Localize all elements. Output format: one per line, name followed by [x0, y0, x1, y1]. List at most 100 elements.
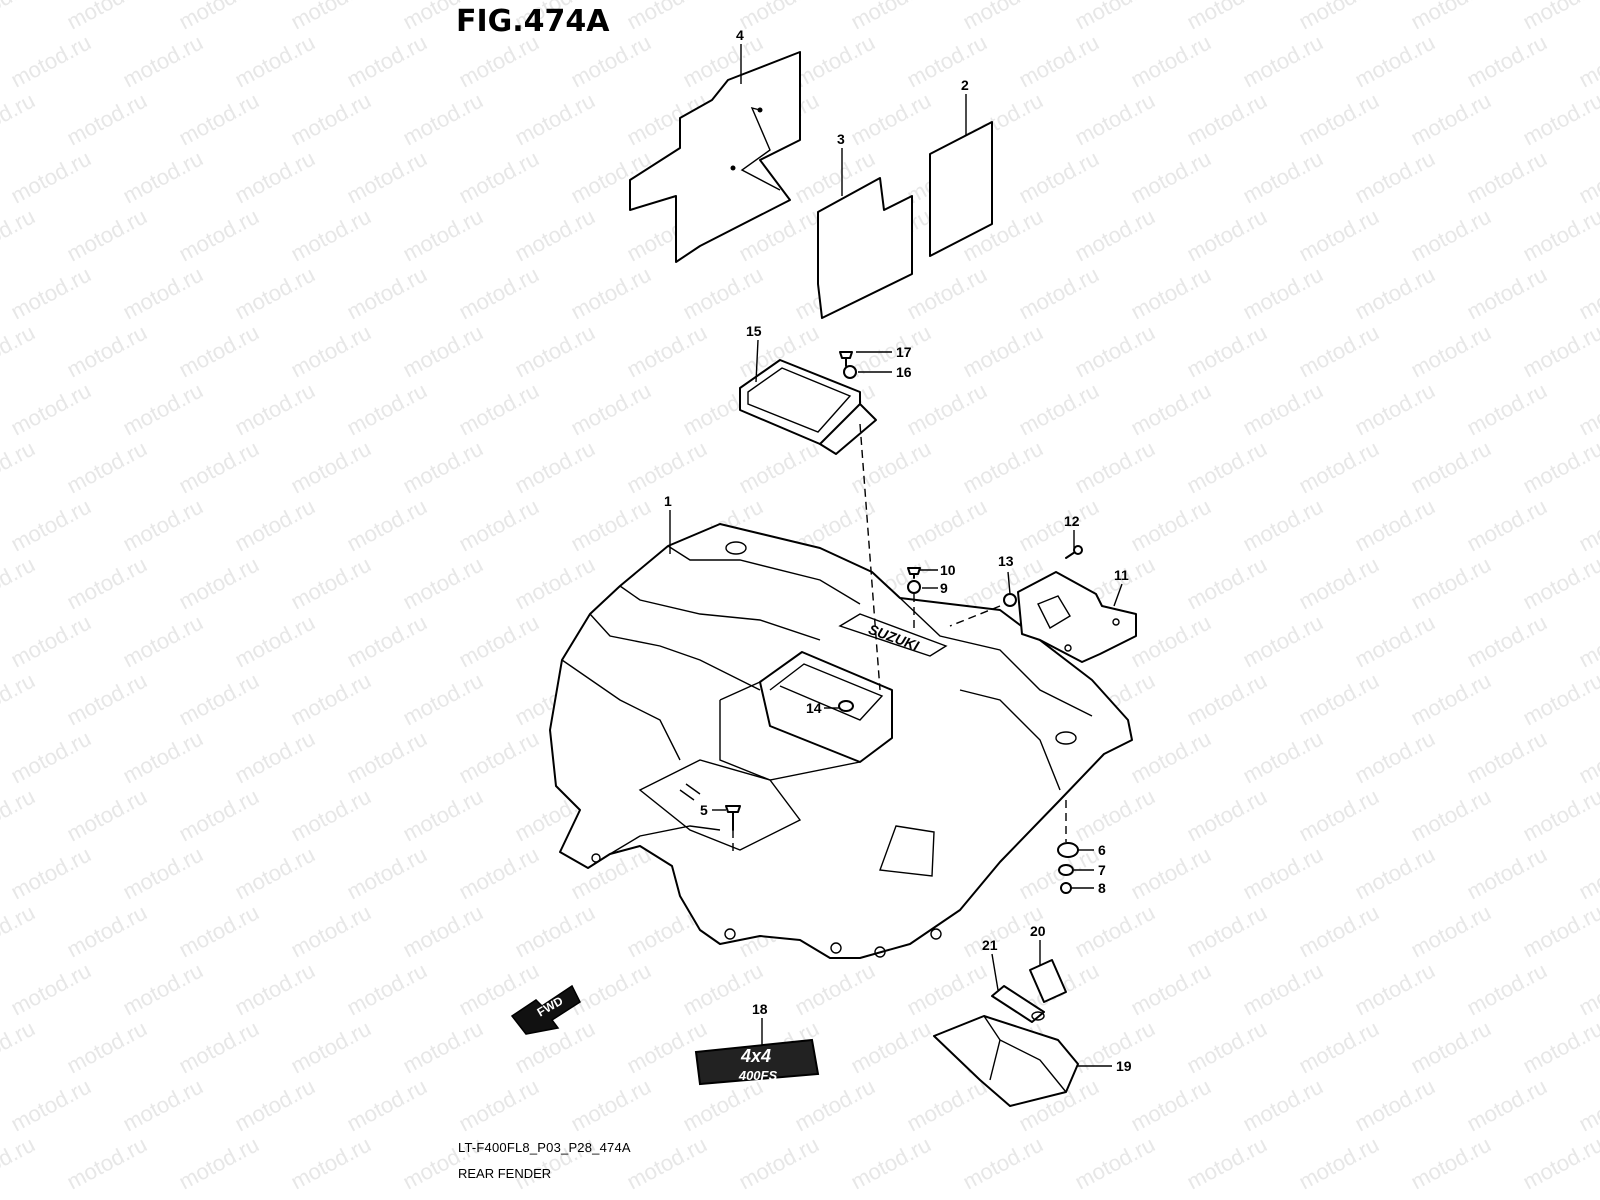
watermark-text: motod.ru	[1575, 30, 1600, 93]
part-14-grommet	[838, 700, 854, 712]
watermark-text: motod.ru	[63, 900, 151, 963]
watermark-text: motod.ru	[287, 900, 375, 963]
watermark-text: motod.ru	[343, 262, 431, 325]
watermark-text: motod.ru	[343, 958, 431, 1021]
watermark-text: motod.ru	[0, 1016, 39, 1079]
watermark-text: motod.ru	[0, 320, 39, 383]
watermark-text: motod.ru	[175, 320, 263, 383]
watermark-text: motod.ru	[63, 204, 151, 267]
watermark-text: motod.ru	[1295, 668, 1383, 731]
watermark-text: motod.ru	[455, 842, 543, 905]
watermark-text: motod.ru	[847, 1132, 935, 1195]
part-7-washer	[1058, 864, 1074, 876]
watermark-text: motod.ru	[1183, 204, 1271, 267]
watermark-text: motod.ru	[1239, 378, 1327, 441]
watermark-text: motod.ru	[1575, 262, 1600, 325]
part-number-14: 14	[806, 700, 822, 716]
part-4-sheet	[629, 51, 801, 263]
watermark-text: motod.ru	[1127, 610, 1215, 673]
watermark-text: motod.ru	[791, 1074, 879, 1137]
watermark-text: motod.ru	[399, 204, 487, 267]
watermark-text: motod.ru	[1183, 552, 1271, 615]
watermark-text: motod.ru	[63, 320, 151, 383]
watermark-text: motod.ru	[1575, 146, 1600, 209]
watermark-text: motod.ru	[343, 1074, 431, 1137]
part-19-bag	[933, 1015, 1079, 1107]
part-8-bolt	[1060, 882, 1072, 894]
part-21-tube	[991, 985, 1045, 1023]
part-number-9: 9	[940, 580, 948, 596]
watermark-text: motod.ru	[1407, 436, 1495, 499]
watermark-text: motod.ru	[7, 146, 95, 209]
fwd-arrow-icon: FWD	[510, 984, 581, 1035]
watermark-text: motod.ru	[511, 900, 599, 963]
watermark-text: motod.ru	[1463, 494, 1551, 557]
watermark-text: motod.ru	[343, 30, 431, 93]
watermark-text: motod.ru	[7, 1074, 95, 1137]
watermark-text: motod.ru	[1407, 88, 1495, 151]
watermark-text: motod.ru	[287, 1132, 375, 1195]
watermark-text: motod.ru	[455, 146, 543, 209]
watermark-text: motod.ru	[1071, 900, 1159, 963]
part-11-bracket	[1017, 571, 1137, 663]
watermark-text: motod.ru	[1351, 842, 1439, 905]
watermark-text: motod.ru	[1463, 610, 1551, 673]
watermark-text: motod.ru	[1015, 378, 1103, 441]
watermark-text: motod.ru	[959, 0, 1047, 34]
watermark-text: motod.ru	[1519, 1132, 1600, 1195]
watermark-text: motod.ru	[399, 88, 487, 151]
watermark-text: motod.ru	[287, 784, 375, 847]
watermark-text: motod.ru	[455, 378, 543, 441]
part-number-13: 13	[998, 553, 1014, 569]
watermark-text: motod.ru	[511, 88, 599, 151]
watermark-text: motod.ru	[231, 146, 319, 209]
watermark-text: motod.ru	[1295, 900, 1383, 963]
part-number-3: 3	[837, 131, 845, 147]
watermark-text: motod.ru	[1351, 1074, 1439, 1137]
watermark-text: motod.ru	[1127, 146, 1215, 209]
watermark-text: motod.ru	[1183, 1016, 1271, 1079]
watermark-text: motod.ru	[1127, 958, 1215, 1021]
watermark-text: motod.ru	[175, 204, 263, 267]
part-18-badge: 4x4 400FS	[694, 1038, 820, 1086]
watermark-text: motod.ru	[287, 320, 375, 383]
watermark-text: motod.ru	[7, 494, 95, 557]
watermark-text: motod.ru	[1295, 784, 1383, 847]
part-number-20: 20	[1030, 923, 1046, 939]
part-number-15: 15	[746, 323, 762, 339]
watermark-text: motod.ru	[903, 1074, 991, 1137]
watermark-text: motod.ru	[1295, 320, 1383, 383]
watermark-text: motod.ru	[455, 262, 543, 325]
part-number-12: 12	[1064, 513, 1080, 529]
watermark-text: motod.ru	[1463, 262, 1551, 325]
watermark-text: motod.ru	[399, 320, 487, 383]
leader-lines	[669, 44, 1123, 1067]
part-6-cushion	[1057, 842, 1079, 858]
watermark-text: motod.ru	[1015, 30, 1103, 93]
watermark-text: motod.ru	[959, 320, 1047, 383]
watermark-text: motod.ru	[1239, 1074, 1327, 1137]
watermark-text: motod.ru	[1071, 784, 1159, 847]
watermark-text: motod.ru	[1407, 320, 1495, 383]
watermark-text: motod.ru	[735, 436, 823, 499]
watermark-text: motod.ru	[903, 378, 991, 441]
watermark-text: motod.ru	[63, 668, 151, 731]
watermark-text: motod.ru	[567, 30, 655, 93]
watermark-text: motod.ru	[231, 610, 319, 673]
watermark-text: motod.ru	[231, 30, 319, 93]
watermark-text: motod.ru	[287, 552, 375, 615]
watermark-text: motod.ru	[847, 320, 935, 383]
watermark-text: motod.ru	[1351, 30, 1439, 93]
watermark-text: motod.ru	[119, 494, 207, 557]
watermark-text: motod.ru	[0, 204, 39, 267]
watermark-text: motod.ru	[1015, 494, 1103, 557]
watermark-text: motod.ru	[1519, 436, 1600, 499]
watermark-text: motod.ru	[231, 842, 319, 905]
watermark-text: motod.ru	[903, 262, 991, 325]
part-number-18: 18	[752, 1001, 768, 1017]
watermark-text: motod.ru	[1015, 262, 1103, 325]
part-number-5: 5	[700, 802, 708, 818]
watermark-text: motod.ru	[0, 668, 39, 731]
watermark-text: motod.ru	[231, 494, 319, 557]
